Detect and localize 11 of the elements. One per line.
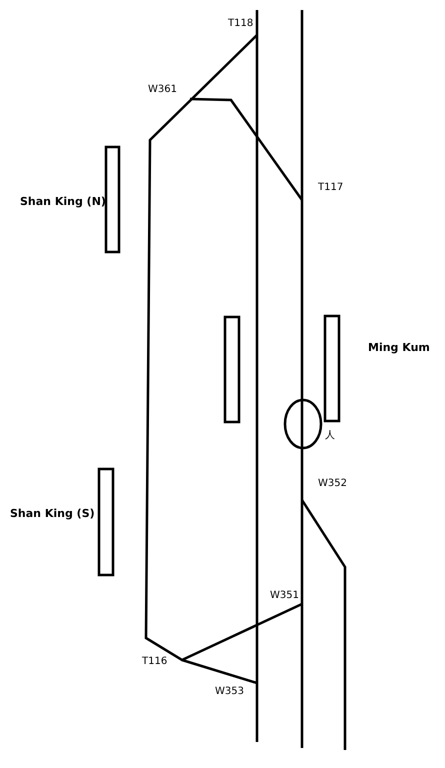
- station-name: Shan King (N): [20, 196, 106, 208]
- track-label: T118: [228, 18, 254, 30]
- track-label: W353: [215, 686, 244, 698]
- track-label: T117: [318, 182, 344, 194]
- track-label: 人: [325, 430, 335, 442]
- track-label: W351: [270, 590, 299, 602]
- track-label: W361: [148, 84, 177, 96]
- track-label: W352: [318, 478, 347, 490]
- station-name: Shan King (S): [10, 508, 95, 520]
- station-name: Ming Kum: [368, 342, 430, 354]
- track-label: T116: [142, 656, 168, 668]
